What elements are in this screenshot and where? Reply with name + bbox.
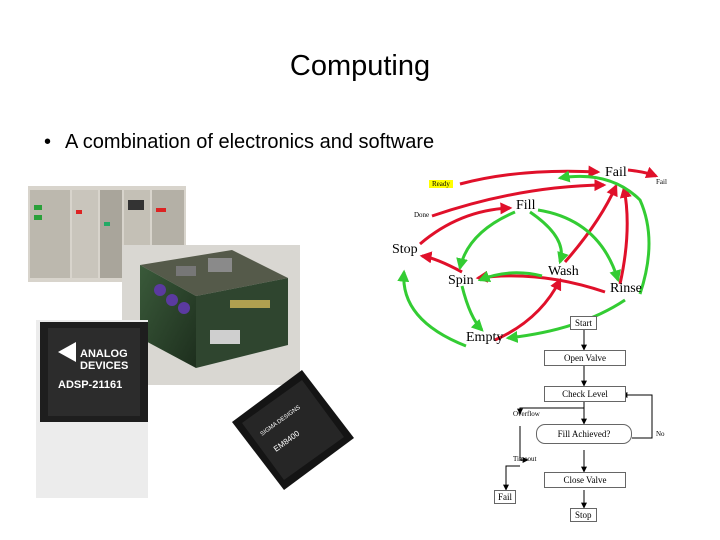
flow-overflow-to-timeout [519, 426, 529, 463]
arrow-wash-to-fail [563, 183, 618, 263]
arrow-fill-to-wash [529, 210, 569, 265]
state-fail: Fail [605, 165, 627, 180]
state-stop: Stop [392, 242, 418, 257]
arrow-ready-to-fail [459, 165, 601, 186]
flow-timeout: Timeout [513, 455, 537, 463]
flow-overflow: Overflow [513, 410, 540, 418]
flow-close-valve: Close Valve [544, 472, 626, 488]
arrow-rinse-to-empty [505, 298, 626, 343]
arrow-stop-to-fill [419, 202, 513, 246]
state-wash: Wash [548, 264, 579, 279]
arrow-rinse-to-spin [475, 270, 606, 294]
bullet-point: • A combination of electronics and softwa… [44, 131, 434, 154]
arrow-done-to-fail [431, 179, 607, 218]
arrow-spin-to-stop [419, 251, 463, 274]
arrow-rinse-loop [557, 170, 651, 295]
adsp-part-number: ADSP-21161 [58, 379, 122, 391]
state-done: Done [414, 211, 430, 219]
arrow-empty-to-done [397, 269, 467, 348]
state-ready: Ready [429, 180, 453, 188]
state-spin: Spin [448, 273, 474, 288]
bullet-glyph: • [44, 131, 52, 153]
arrow-rinse-to-fail [618, 185, 632, 285]
flow-start: Start [570, 316, 597, 330]
adsp-brand-line1: ANALOG [80, 348, 128, 360]
state-rinse: Rinse [610, 281, 642, 296]
arrow-fill-to-rinse [537, 208, 621, 283]
adsp-brand-line2: DEVICES [80, 360, 128, 372]
flow-open-valve: Open Valve [544, 350, 626, 366]
flow-timeout-to-fail [503, 465, 520, 491]
arrow-fill-to-spin [456, 210, 516, 271]
arrow-fail-to-failsmall [627, 166, 659, 179]
sigma-designs-chip-photo [232, 370, 354, 490]
pc104-board-stack-photo [122, 245, 300, 385]
flow-no-label: No [656, 430, 665, 438]
flow-fail: Fail [494, 490, 517, 504]
state-empty: Empty [466, 330, 504, 345]
arrow-spin-to-empty [460, 285, 484, 332]
arrow-wash-to-spin [477, 270, 543, 283]
flow-fill-achieved: Fill Achieved? [536, 424, 632, 444]
flow-stop: Stop [570, 508, 597, 522]
flow-check-level: Check Level [544, 386, 626, 402]
analog-devices-dsp-chip-photo [36, 320, 148, 498]
arrow-empty-to-wash [494, 277, 562, 342]
state-fill: Fill [516, 198, 536, 213]
slide-title: Computing [289, 50, 431, 82]
bullet-text: A combination of electronics and softwar… [65, 131, 435, 153]
state-fail-small: Fail [656, 178, 667, 186]
flow-fill-no-loop [621, 392, 653, 439]
